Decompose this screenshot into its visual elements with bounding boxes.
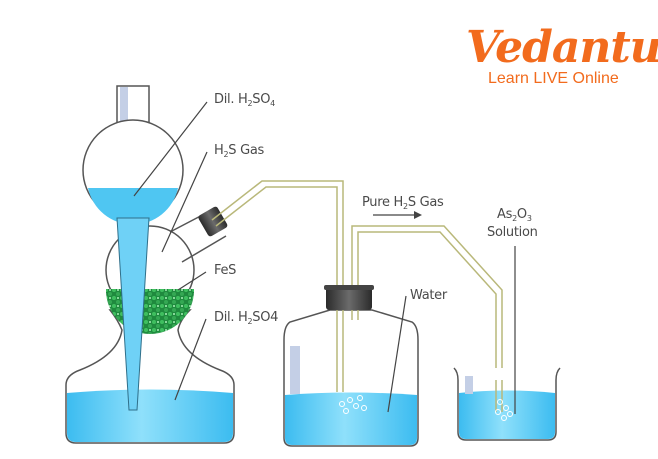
label-dil-h2so4-top: Dil. H2SO4 [214,93,275,108]
label-text: Pure H [362,195,404,210]
gas-bubbles [339,395,367,414]
label-text: SO4 [252,310,279,325]
subscript: 2 [247,99,253,108]
label-solution: Solution [487,225,538,240]
label-text: Dil. H [214,310,248,325]
label-text: O [516,207,527,222]
label-text: SO [252,92,271,107]
label-text: S Gas [407,195,444,210]
brand-tagline: Learn LIVE Online [488,70,619,87]
subscript: 3 [526,214,532,223]
flow-arrow-icon [373,211,422,219]
water-bottle [283,285,419,447]
label-pure-h2s-gas: Pure H2S Gas [362,196,444,211]
brand-logo: Vedantu [466,22,658,73]
thistle-funnel [116,217,150,411]
delivery-tubes [211,180,503,420]
label-h2s-gas: H2S Gas [214,144,264,159]
label-text: As [497,207,513,222]
beaker [453,367,561,441]
label-as2o3: As2O3 [497,208,532,223]
label-text: H [214,143,224,158]
subscript: 2 [247,317,253,326]
subscript: 4 [270,99,275,108]
leader-lines [133,101,516,414]
subscript: 2 [223,150,229,159]
bottle-stopper [326,286,372,310]
label-water: Water [410,288,447,303]
fes-granules [106,290,194,334]
label-dil-h2so4-bottom: Dil. H2SO4 [214,311,278,326]
label-text: Dil. H [214,92,248,107]
subscript: 2 [512,214,517,223]
bottom-liquid [67,389,233,442]
kipps-apparatus [65,85,235,444]
label-fes: FeS [214,263,237,278]
subscript: 2 [403,202,408,211]
label-text: S Gas [228,143,264,158]
gas-bubbles [495,399,513,421]
